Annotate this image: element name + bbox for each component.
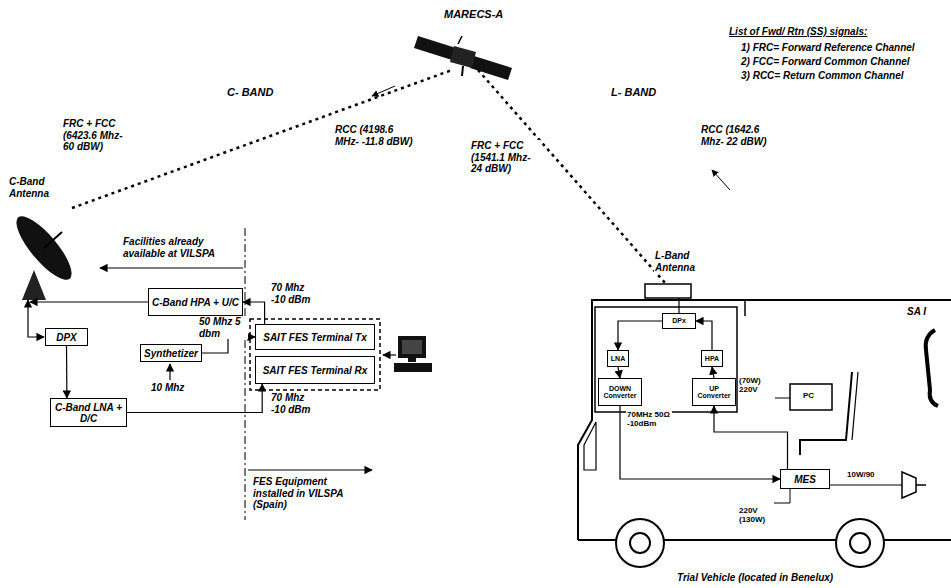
signal-line bbox=[620, 406, 780, 479]
equipment-box: DPx bbox=[662, 313, 696, 329]
box-text: HPA bbox=[705, 355, 719, 362]
boundary-arrow bbox=[248, 469, 372, 470]
trial-vehicle bbox=[578, 284, 951, 567]
text-label: 220V (130W) bbox=[738, 506, 778, 524]
antenna-feed bbox=[30, 301, 148, 302]
equipment-box: DPX bbox=[45, 328, 88, 346]
text-label: 3) RCC= Return Common Channel bbox=[740, 70, 905, 82]
site-boundary bbox=[245, 228, 246, 520]
box-text: LNA bbox=[611, 355, 625, 362]
text-label: 2) FCC= Forward Common Channel bbox=[740, 56, 911, 68]
equipment-box: MES bbox=[780, 469, 830, 489]
operator-arrow bbox=[383, 354, 396, 355]
equipment-box: Synthetizer bbox=[140, 344, 202, 362]
text-label: FRC + FCC (1541.1 Mhz- 24 dBW) bbox=[470, 140, 540, 175]
signal-line bbox=[202, 337, 255, 353]
text-label: List of Fwd/ Rtn (SS) signals: bbox=[728, 26, 868, 38]
equipment-box: UP Converter bbox=[692, 378, 736, 406]
terminal-group bbox=[250, 319, 380, 390]
box-text: MES bbox=[794, 474, 816, 485]
text-label: 70 Mhz -10 dBm bbox=[270, 282, 316, 305]
signal-line bbox=[618, 321, 662, 350]
boundary-arrow bbox=[100, 267, 243, 268]
c-band-antenna bbox=[8, 209, 79, 300]
signal-line bbox=[714, 406, 788, 469]
text-label: L-Band Antenna bbox=[654, 250, 708, 273]
text-label: PC bbox=[802, 391, 815, 400]
equipment-box: SAIT FES Terminal Tx bbox=[255, 324, 375, 350]
text-label: RCC (4198.6 MHz- -11.8 dBW) bbox=[334, 124, 414, 147]
text-label: 1) FRC= Forward Reference Channel bbox=[740, 42, 916, 54]
text-label: 70 Mhz -10 dBm bbox=[270, 392, 316, 415]
box-text: UP Converter bbox=[694, 385, 734, 400]
signal-line bbox=[127, 384, 262, 413]
box-text: C-Band HPA + U/C bbox=[152, 297, 239, 308]
text-label: 50 Mhz 5 dbm bbox=[198, 316, 248, 339]
speaker-wire bbox=[830, 485, 902, 486]
direction-arrow bbox=[712, 170, 730, 190]
reference-input bbox=[169, 364, 170, 380]
text-label: C- BAND bbox=[226, 86, 274, 99]
text-label: Trial Vehicle (located in Benelux) bbox=[676, 572, 834, 584]
equipment-box: LNA bbox=[607, 350, 629, 367]
equipment-box: SAIT FES Terminal Rx bbox=[255, 356, 375, 384]
power-wire bbox=[774, 489, 790, 503]
text-label: 70MHz 50Ω -10dBm bbox=[626, 410, 672, 428]
computer-icon bbox=[394, 336, 432, 372]
text-label: 10W/90 bbox=[846, 470, 876, 479]
text-label: RCC (1642.6 Mhz- 22 dBW) bbox=[700, 124, 772, 147]
box-text: DPX bbox=[56, 332, 77, 343]
text-label: MARECS-A bbox=[443, 8, 504, 21]
direction-arrow bbox=[372, 86, 395, 96]
box-text: C-Band LNA + D/C bbox=[53, 402, 124, 424]
signal-line bbox=[696, 321, 712, 350]
power-wire bbox=[775, 398, 790, 399]
equipment-box: DOWN Converter bbox=[598, 378, 642, 406]
text-label: L- BAND bbox=[610, 86, 657, 99]
signal-line bbox=[66, 346, 68, 398]
satellite bbox=[414, 36, 512, 80]
text-label: FES Equipment installed in VILSPA (Spain… bbox=[252, 476, 366, 511]
box-text: DPx bbox=[672, 317, 686, 324]
box-text: SAIT FES Terminal Tx bbox=[263, 332, 367, 343]
equipment-box: HPA bbox=[701, 350, 723, 367]
text-label: (70W) 220V bbox=[738, 376, 776, 394]
text-label: Facilities already available at VILSPA bbox=[122, 236, 236, 259]
equipment-box: C-Band LNA + D/C bbox=[50, 398, 127, 427]
l-band-link bbox=[478, 70, 666, 284]
antenna-feed bbox=[28, 300, 44, 337]
signal-line bbox=[712, 367, 714, 378]
text-label: SA I bbox=[906, 306, 927, 318]
box-text: DOWN Converter bbox=[600, 385, 640, 400]
signal-line bbox=[618, 367, 620, 378]
box-text: SAIT FES Terminal Rx bbox=[263, 365, 368, 376]
text-label: C-Band Antenna bbox=[8, 176, 66, 199]
text-label: FRC + FCC (6423.6 Mhz- 60 dBW) bbox=[62, 118, 134, 153]
box-text: Synthetizer bbox=[144, 348, 198, 359]
text-label: 10 Mhz bbox=[150, 382, 185, 394]
equipment-box: C-Band HPA + U/C bbox=[148, 288, 243, 316]
